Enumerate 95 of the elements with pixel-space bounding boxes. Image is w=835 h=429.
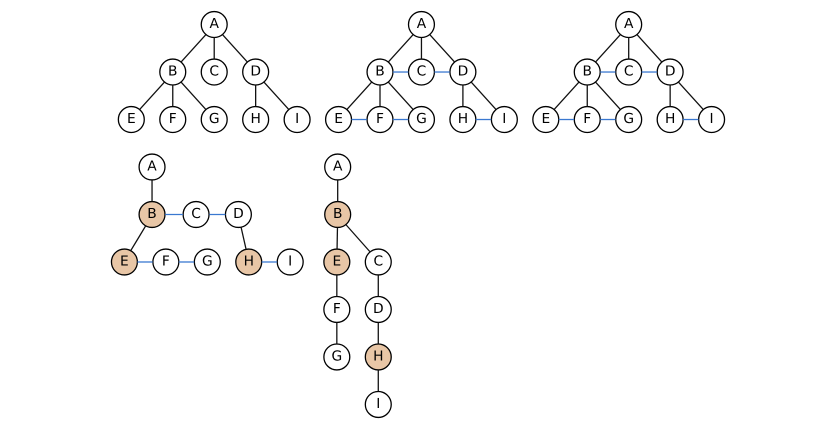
node-circle: G xyxy=(322,343,350,371)
connector xyxy=(586,85,588,106)
node-circle: A xyxy=(138,153,166,181)
node-circle: H xyxy=(242,106,269,134)
connector xyxy=(377,275,378,296)
node-circle: F xyxy=(573,106,600,134)
connector xyxy=(628,38,629,59)
connector xyxy=(263,82,289,110)
connector xyxy=(336,322,337,344)
node-circle: B xyxy=(324,200,351,228)
node-circle: C xyxy=(364,248,392,276)
node-circle: F xyxy=(152,248,179,276)
connector xyxy=(553,82,579,110)
connector xyxy=(387,82,414,110)
connector xyxy=(428,34,454,62)
connector xyxy=(346,82,372,110)
connector xyxy=(254,85,256,106)
node-circle: C xyxy=(407,58,435,86)
node-circle: F xyxy=(158,106,186,134)
node-circle: C xyxy=(200,58,228,86)
node-circle: A xyxy=(407,10,435,38)
connector xyxy=(392,71,408,73)
connector xyxy=(336,180,338,202)
node-circle: I xyxy=(490,106,518,134)
node-circle: H xyxy=(234,248,262,276)
connector xyxy=(475,118,491,120)
node-circle: F xyxy=(366,106,394,134)
connector xyxy=(208,214,225,216)
connector xyxy=(222,34,248,62)
connector xyxy=(682,118,698,120)
connector xyxy=(377,370,378,392)
node-circle: B xyxy=(366,58,394,86)
node-circle: D xyxy=(242,58,269,86)
connector xyxy=(180,82,206,110)
node-circle: H xyxy=(448,106,476,134)
node-circle: B xyxy=(138,200,166,228)
node-circle: C xyxy=(182,200,210,228)
connector xyxy=(240,227,246,250)
connector xyxy=(641,71,656,73)
connector xyxy=(669,85,670,106)
node-circle: I xyxy=(364,390,392,418)
connector xyxy=(136,261,152,263)
node-circle: H xyxy=(656,106,684,134)
node-circle: C xyxy=(614,58,642,86)
node-circle: G xyxy=(193,248,220,276)
connector xyxy=(594,34,620,62)
connector xyxy=(434,71,450,73)
node-circle: B xyxy=(158,58,186,86)
node-circle: G xyxy=(614,106,642,134)
node-circle: G xyxy=(407,106,435,134)
connector xyxy=(600,71,616,73)
node-circle: F xyxy=(322,296,350,324)
node-circle: A xyxy=(324,153,351,181)
node-circle: D xyxy=(656,58,684,86)
connector xyxy=(377,322,378,344)
connector xyxy=(462,85,464,106)
connector xyxy=(351,118,366,120)
node-circle: E xyxy=(324,106,352,134)
connector xyxy=(344,224,370,252)
node-circle: E xyxy=(322,248,350,276)
connector xyxy=(180,34,206,62)
connector xyxy=(138,82,164,110)
connector xyxy=(600,118,616,120)
node-circle: A xyxy=(614,10,642,38)
connector xyxy=(213,38,214,59)
connector xyxy=(387,34,414,62)
connector xyxy=(678,82,704,110)
node-circle: D xyxy=(448,58,476,86)
node-circle: A xyxy=(200,10,228,38)
node-circle: D xyxy=(364,296,392,324)
connector xyxy=(636,34,662,62)
node-circle: E xyxy=(110,248,138,276)
connector xyxy=(172,85,173,106)
node-circle: B xyxy=(573,58,600,86)
node-circle: H xyxy=(364,343,392,371)
connector xyxy=(150,180,152,202)
node-circle: D xyxy=(224,200,252,228)
connector xyxy=(392,118,408,120)
node-circle: I xyxy=(283,106,310,134)
node-circle: I xyxy=(276,248,304,276)
connector xyxy=(558,118,574,120)
connector xyxy=(336,228,338,249)
node-circle: E xyxy=(532,106,559,134)
connector xyxy=(378,85,380,106)
node-circle: E xyxy=(117,106,144,134)
node-circle: I xyxy=(698,106,725,134)
connector xyxy=(178,261,194,263)
connector xyxy=(594,82,620,110)
connector xyxy=(261,261,277,263)
connector xyxy=(470,82,496,110)
connector xyxy=(336,275,337,296)
connector xyxy=(164,214,183,216)
connector xyxy=(420,38,422,59)
node-circle: G xyxy=(200,106,228,134)
connector xyxy=(130,226,146,251)
